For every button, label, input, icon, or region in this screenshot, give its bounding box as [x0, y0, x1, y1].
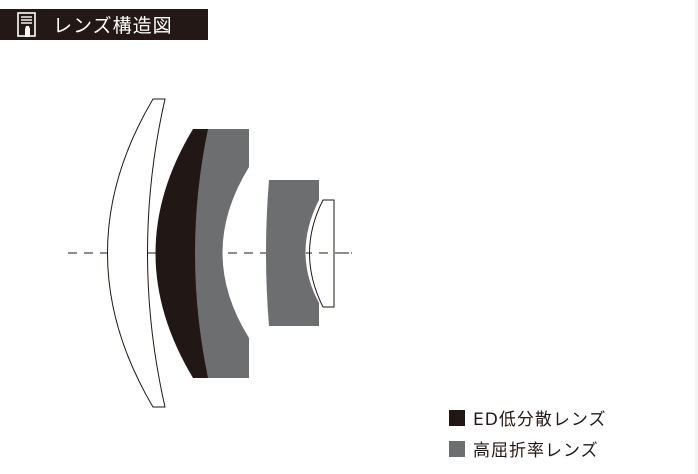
high-refraction-lens-2 — [266, 180, 319, 326]
front-meniscus-lens — [107, 98, 166, 408]
legend: ED低分散レンズ 高屈折率レンズ — [449, 402, 607, 464]
high-refraction-swatch — [449, 440, 465, 457]
legend-item-high-refraction: 高屈折率レンズ — [449, 433, 607, 464]
high-refraction-lens-1 — [195, 129, 249, 378]
legend-item-ed: ED低分散レンズ — [449, 402, 607, 433]
ed-low-dispersion-lens — [155, 129, 209, 378]
right-edge-strip — [695, 0, 698, 474]
section-header: レンズ構造図 — [0, 9, 208, 40]
ed-swatch — [449, 409, 465, 426]
legend-label: ED低分散レンズ — [473, 410, 607, 430]
legend-label: 高屈折率レンズ — [473, 441, 599, 461]
page-title: レンズ構造図 — [53, 15, 173, 37]
manual-document-icon — [17, 11, 36, 37]
